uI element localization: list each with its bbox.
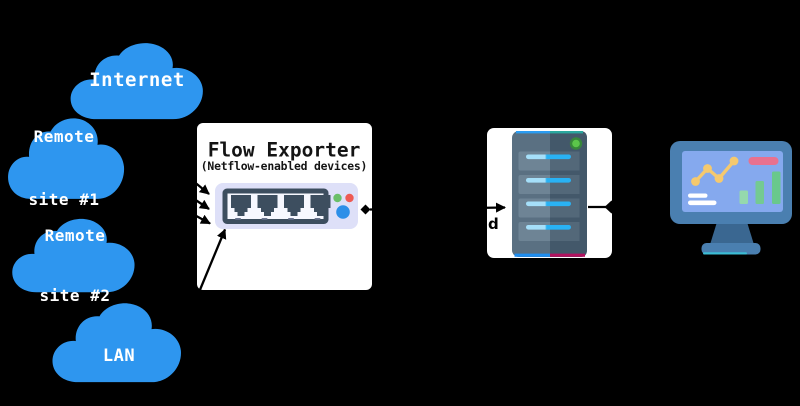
switch-green-led-icon bbox=[333, 193, 342, 203]
server-bottom-stripe-blue bbox=[514, 253, 550, 257]
ethernet-port-icon bbox=[231, 195, 251, 216]
line-chart-icon bbox=[693, 159, 736, 184]
network-switch-icon bbox=[215, 183, 358, 229]
internet-cloud-label: Internet bbox=[89, 69, 185, 91]
server-top-stripe-blue bbox=[516, 131, 550, 134]
remote-site-1-line-1: Remote bbox=[33, 127, 95, 146]
server-bottom-stripe-magenta bbox=[550, 253, 585, 257]
arrow-exporter-to-collector bbox=[369, 202, 506, 213]
lan-cloud-label: LAN bbox=[102, 346, 136, 366]
internet-cloud-icon bbox=[70, 43, 203, 120]
arrow-tail-diamond-exporter bbox=[360, 204, 371, 215]
ethernet-port-icon bbox=[310, 195, 331, 216]
remote-site-1-line-2: site #1 bbox=[28, 190, 100, 209]
monitor-icon bbox=[670, 141, 792, 255]
text-line bbox=[688, 200, 717, 206]
remote-site-2-cloud-label: Remote site #2 bbox=[40, 186, 111, 346]
monitor-base-accent bbox=[703, 252, 747, 255]
remote-site-1-cloud-label: Remote site #1 bbox=[29, 84, 100, 252]
monitor-stand-neck bbox=[710, 222, 754, 243]
arrow-tail-diamond-collector bbox=[604, 200, 619, 214]
clipped-label-fragment: d bbox=[488, 215, 499, 233]
green-bar bbox=[739, 190, 748, 204]
ethernet-ports bbox=[231, 195, 331, 216]
server-bays bbox=[518, 151, 580, 241]
remote-site-2-line-2: site #2 bbox=[39, 286, 111, 305]
dashboard-chart bbox=[688, 156, 781, 206]
arrow-lan-to-exporter bbox=[195, 228, 227, 298]
remote-site-2-line-1: Remote bbox=[44, 226, 106, 245]
remote-site-2-cloud-icon bbox=[12, 218, 135, 293]
switch-red-led-icon bbox=[345, 193, 354, 203]
lan-cloud-icon bbox=[52, 303, 181, 383]
server-power-led-icon bbox=[569, 137, 583, 150]
arrow-remote2-to-exporter bbox=[177, 204, 211, 225]
server-bay bbox=[518, 151, 580, 171]
server-icon bbox=[512, 131, 587, 257]
switch-blue-button-icon bbox=[336, 205, 350, 219]
server-bay bbox=[518, 198, 580, 218]
connector-arrows bbox=[177, 172, 649, 298]
text-line bbox=[688, 193, 708, 198]
green-bar bbox=[755, 181, 764, 204]
ethernet-port-icon bbox=[257, 195, 278, 216]
server-top-stripe-teal bbox=[550, 131, 583, 134]
remote-site-1-cloud-icon bbox=[8, 118, 125, 199]
monitor-stand-base bbox=[701, 243, 761, 255]
flow-exporter-subtitle: (Netflow-enabled devices) bbox=[200, 159, 368, 173]
port-label-dashes bbox=[235, 218, 321, 220]
ethernet-port-icon bbox=[284, 195, 304, 216]
server-bay bbox=[518, 222, 580, 241]
network-clouds bbox=[8, 43, 203, 383]
arrow-remote1-to-exporter bbox=[179, 188, 210, 210]
pink-bar bbox=[748, 157, 779, 165]
line-chart-points bbox=[691, 156, 739, 186]
flow-exporter-title: Flow Exporter bbox=[207, 138, 361, 162]
server-bay bbox=[518, 175, 580, 194]
arrow-internet-to-exporter bbox=[183, 172, 210, 195]
green-bar bbox=[772, 171, 781, 204]
